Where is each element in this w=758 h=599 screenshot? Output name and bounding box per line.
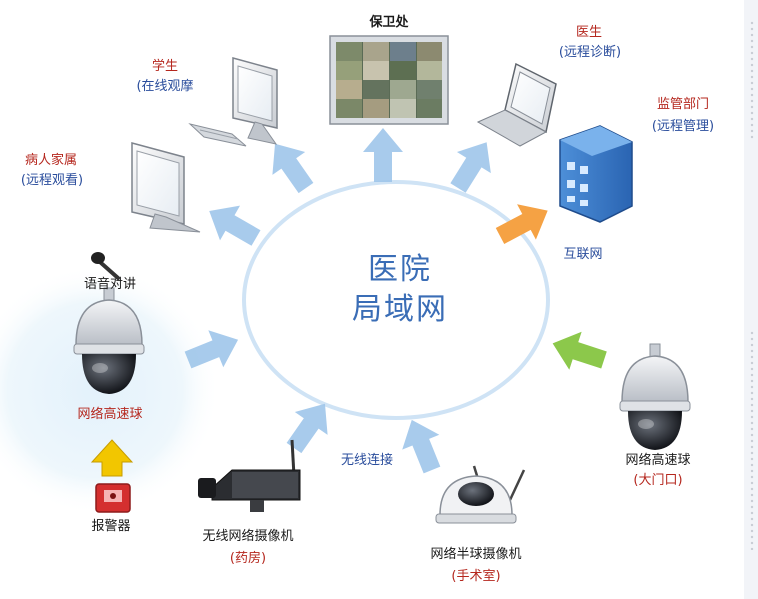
- arrow-alarm-to-dome: [90, 439, 134, 477]
- office-building-icon: [559, 125, 633, 223]
- right-dome-subtitle: (大门口): [633, 473, 683, 488]
- arrow-from-wireless-cam: [286, 403, 328, 454]
- speed-dome-camera-icon: [619, 343, 691, 450]
- laptop-icon: [476, 62, 557, 147]
- student-subtitle: (在线观摩: [136, 79, 194, 94]
- supervision-title: 监管部门: [656, 97, 709, 112]
- wireless-camera-icon: [198, 439, 301, 512]
- left-dome-title: 网络高速球: [77, 407, 143, 422]
- arrow-to-security: [363, 128, 403, 182]
- alarm-icon: [95, 483, 131, 513]
- family-subtitle: (远程观看): [20, 173, 84, 188]
- security-label: 保卫处: [369, 15, 409, 30]
- microphone-icon: [91, 252, 120, 280]
- desktop-computer-icon: [131, 142, 201, 233]
- monitor-wall-icon: [329, 35, 449, 125]
- arrow-from-half-dome: [402, 419, 441, 474]
- family-title: 病人家属: [24, 153, 77, 168]
- right-dome-title: 网络高速球: [625, 453, 691, 468]
- half-dome-title: 网络半球摄像机: [430, 547, 522, 562]
- edge-dots: [749, 20, 755, 140]
- half-dome-subtitle: (手术室): [451, 569, 501, 584]
- student-title: 学生: [151, 59, 178, 74]
- arrows-blue: [184, 128, 491, 474]
- arrow-from-right-dome: [552, 331, 607, 370]
- arrow-from-left-dome: [184, 330, 239, 369]
- half-dome-camera-icon: [435, 465, 526, 524]
- alarm-label: 报警器: [91, 519, 131, 534]
- internet-label: 互联网: [563, 247, 603, 262]
- arrow-to-doctor: [450, 142, 491, 193]
- lan-center-label: 医院 局域网: [300, 250, 500, 330]
- voice-intercom-label: 语音对讲: [83, 277, 136, 292]
- lan-title-line1: 医院: [368, 252, 432, 287]
- arrow-to-student: [272, 143, 314, 194]
- arrow-to-supervision: [495, 204, 548, 244]
- desktop-computer-icon: [188, 57, 278, 147]
- speed-dome-camera-icon: [73, 287, 145, 394]
- wireless-camera-title: 无线网络摄像机: [202, 529, 294, 544]
- doctor-title: 医生: [575, 25, 602, 40]
- supervision-subtitle: (远程管理): [651, 119, 715, 134]
- wireless-link-label: 无线连接: [340, 453, 393, 468]
- edge-dots: [749, 330, 755, 550]
- lan-ring: [242, 180, 550, 420]
- wireless-camera-subtitle: (药房): [229, 551, 267, 566]
- doctor-subtitle: (远程诊断): [558, 45, 622, 60]
- arrow-to-family: [209, 205, 261, 246]
- lan-title-line2: 局域网: [352, 292, 448, 327]
